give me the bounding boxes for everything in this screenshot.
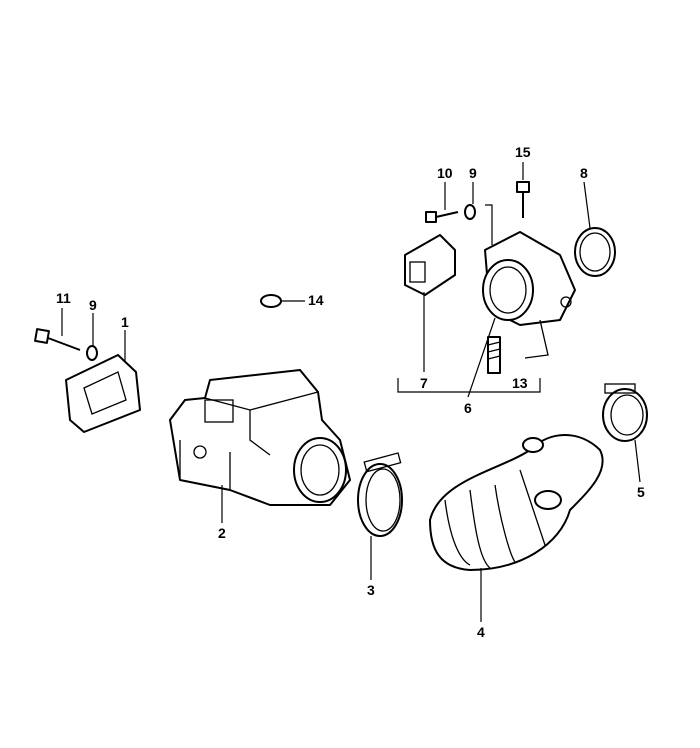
callout-3: 3 <box>367 582 375 598</box>
part-13-spring[interactable] <box>487 336 501 374</box>
callout-7: 7 <box>420 375 428 391</box>
part-4-intake-hose[interactable] <box>429 434 604 571</box>
part-5-hose-clamp[interactable] <box>602 383 648 442</box>
part-11-bolt[interactable] <box>34 328 81 351</box>
part-10-bolt[interactable] <box>425 211 459 223</box>
callout-15: 15 <box>515 144 531 160</box>
callout-14: 14 <box>308 292 324 308</box>
part-7-throttle-switch[interactable] <box>404 234 456 296</box>
part-8-o-ring[interactable] <box>574 227 616 277</box>
callout-11: 11 <box>56 290 71 306</box>
callout-6: 6 <box>464 400 472 416</box>
part-6-throttle-housing[interactable] <box>482 231 576 359</box>
part-2-air-flow-meter[interactable] <box>169 369 351 506</box>
callout-10: 10 <box>437 165 453 181</box>
part-9-washer-left[interactable] <box>86 345 98 361</box>
part-3-hose-clamp[interactable] <box>357 452 403 537</box>
callout-5: 5 <box>637 484 645 500</box>
callout-1: 1 <box>121 314 129 330</box>
callout-13: 13 <box>512 375 528 391</box>
callout-9-left: 9 <box>89 297 97 313</box>
part-14-cap[interactable] <box>260 294 282 308</box>
callout-9-right: 9 <box>469 165 477 181</box>
callout-2: 2 <box>218 525 226 541</box>
callout-8: 8 <box>580 165 588 181</box>
part-15-screw[interactable] <box>516 181 530 218</box>
leader-lines <box>61 162 641 622</box>
callout-4: 4 <box>477 624 485 640</box>
part-1-gasket[interactable] <box>65 354 141 433</box>
part-9-washer-right[interactable] <box>464 204 476 220</box>
